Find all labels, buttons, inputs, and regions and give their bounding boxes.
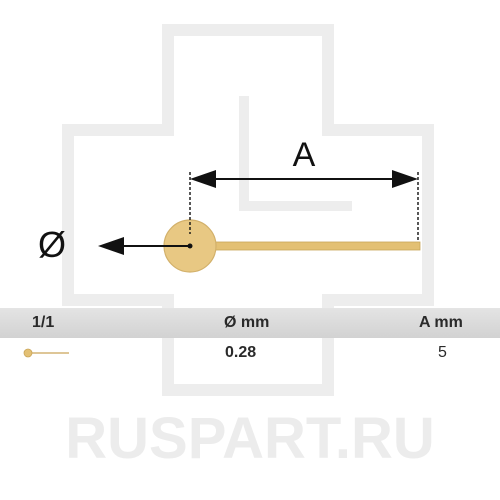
diameter-arrow-head [98, 237, 124, 255]
pin-thumbnail-icon [23, 348, 69, 358]
pin-head-center-dot [187, 243, 193, 249]
header-diameter: Ø mm [224, 314, 270, 331]
header-scale: 1/1 [32, 314, 55, 331]
watermark-text: RUSPART.RU [65, 406, 435, 471]
dimension-arrow-right [392, 170, 418, 188]
diameter-symbol: Ø [38, 224, 66, 265]
header-a: A mm [419, 314, 463, 331]
value-a: 5 [438, 344, 447, 361]
value-diameter: 0.28 [225, 344, 257, 361]
spec-table-header [0, 308, 500, 338]
pin-shaft [197, 241, 421, 251]
watermark-cross [62, 24, 434, 396]
dimension-arrow-left [190, 170, 216, 188]
dimension-label: A [293, 136, 316, 174]
